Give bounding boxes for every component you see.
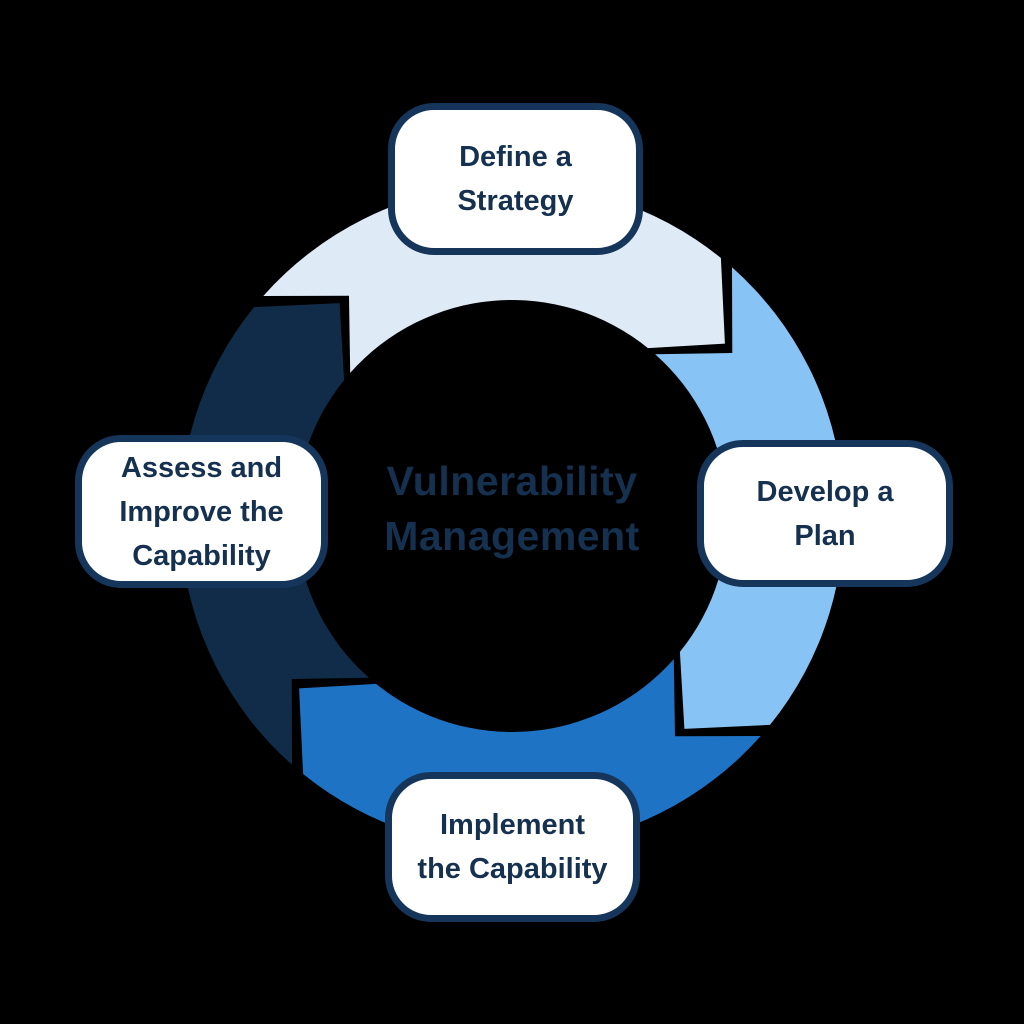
stage-box-develop-a-plan: Develop a Plan bbox=[697, 440, 953, 587]
stage-box-define-a-strategy: Define a Strategy bbox=[388, 103, 643, 255]
diagram-title: Vulnerability Management bbox=[0, 454, 1024, 564]
stage-box-implement-the-capability: Implement the Capability bbox=[385, 772, 640, 922]
stage-box-label-line: Strategy bbox=[457, 185, 574, 217]
diagram-title-line-1: Vulnerability bbox=[386, 458, 638, 504]
stage-box-assess-and-improve: Assess and Improve the Capability bbox=[75, 435, 328, 588]
stage-box-label-line: the Capability bbox=[417, 853, 608, 885]
stage-box-label-line: Implement bbox=[439, 809, 586, 841]
stage-box-label-line: Assess and bbox=[120, 451, 283, 484]
stage-box-label-line: Plan bbox=[794, 519, 856, 552]
stage-box-label-line: Develop a bbox=[756, 475, 894, 508]
stage-box-label-line: Improve the bbox=[119, 495, 284, 528]
stage-box-label-line: Define a bbox=[459, 141, 572, 173]
diagram-title-line-2: Management bbox=[384, 513, 640, 559]
stage-box-label-line: Capability bbox=[132, 539, 271, 572]
